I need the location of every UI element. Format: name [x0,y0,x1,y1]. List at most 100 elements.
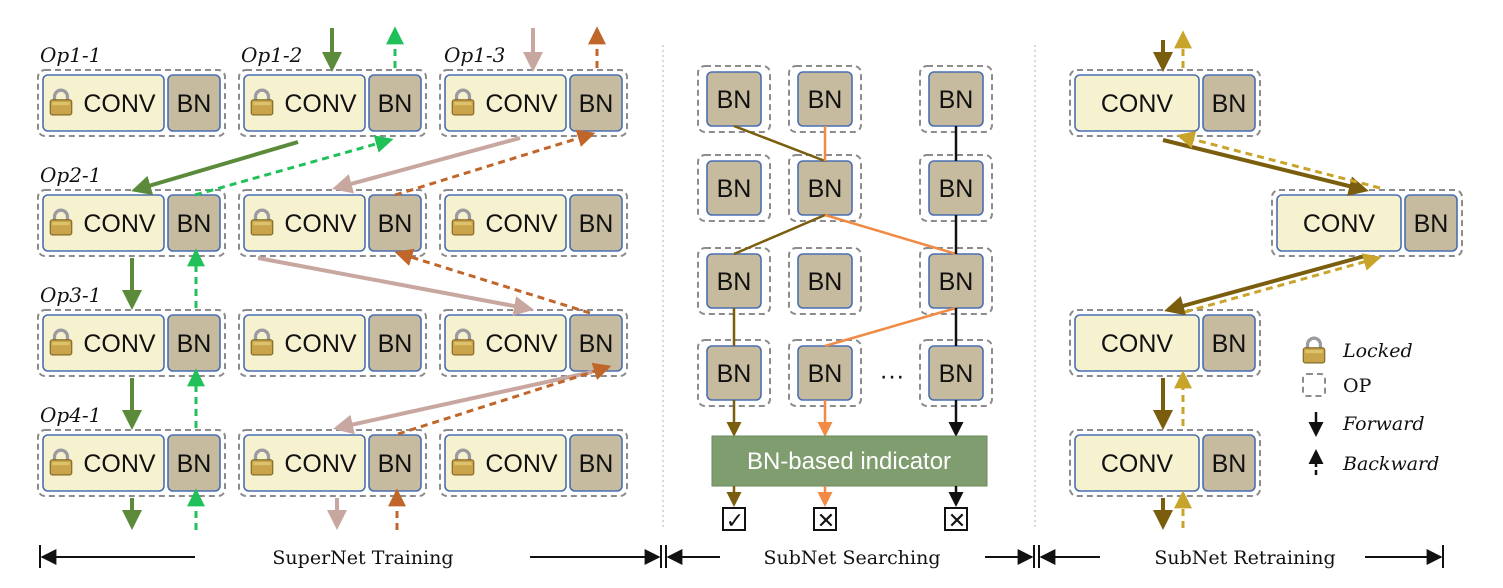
bn-op-block: BN [697,65,771,133]
bn-layer [1202,314,1256,372]
backward-arrow [397,362,612,436]
conv-label: CONV [485,210,558,238]
cross-icon-mark: ✕ [948,509,966,534]
forward-arrow [1164,254,1366,316]
bn-label: BN [717,268,752,296]
bn-label: BN [717,86,752,114]
bn-op-block: BN [697,339,771,407]
bn-op-block: BN [919,339,993,407]
checkmark-icon [722,507,746,531]
op-box-icon [1302,373,1326,397]
conv-layer [42,434,165,492]
forward-arrow [332,136,521,194]
bn-layer [1202,434,1256,492]
op-box [1069,429,1261,497]
conv-layer [42,74,165,132]
op-label-op1-2: Op1-2 [241,43,302,67]
conv-layer [243,314,366,372]
conv-label: CONV [284,330,357,358]
bn-layer [368,314,422,372]
section-label-training: SuperNet Training [272,547,453,569]
bn-label: BN [717,360,752,388]
path-segment [824,306,957,348]
legend-locked: Locked [1342,340,1413,362]
op-box [439,309,628,377]
bn-layer [1202,74,1256,132]
supernet-training-panel: Op1-1 Op1-2 Op1-3 Op2-1 Op3-1 Op4-1 CONV… [37,26,628,530]
conv-layer [444,434,567,492]
ellipsis: ··· [880,362,905,390]
op-label-op1-1: Op1-1 [40,43,101,67]
backward-arrow [194,135,394,197]
bn-op-block: BN [697,247,771,315]
op-box [788,247,862,315]
bn-op-block: BN [919,65,993,133]
op-label-op1-3: Op1-3 [444,43,505,67]
forward-arrow [1162,138,1369,196]
conv-label: CONV [83,450,156,478]
op-box [238,429,427,497]
bn-label: BN [939,86,974,114]
legend-op: OP [1343,375,1372,397]
bn-op-block: BN [788,65,862,133]
op-box [238,189,427,257]
bn-op-block: BN [788,339,862,407]
op-label-op2-1: Op2-1 [40,163,101,187]
bn-label: BN [939,268,974,296]
bn-label: BN [1212,90,1247,118]
bn-label: BN [177,90,212,118]
op-box [37,309,226,377]
conv-layer [1074,74,1200,132]
backward-arrow [1184,253,1382,314]
lock-icon [1302,336,1326,364]
conv-layer [42,194,165,252]
path-segment [824,213,957,256]
forward-arrow [333,370,593,435]
bn-label: BN [177,210,212,238]
bn-op-block: BN [788,247,862,315]
conv-label: CONV [83,330,156,358]
op-box [238,69,427,137]
bn-label: BN [717,175,752,203]
bn-label: BN [1212,450,1247,478]
checkmark-icon-mark: ✓ [726,509,744,534]
legend-backward: Backward [1342,453,1439,475]
retrain-op-block-4: CONV BN [1069,429,1261,497]
op-label-op4-1: Op4-1 [40,403,101,427]
bn-layer [797,253,853,309]
bn-label: BN [579,90,614,118]
conv-label: CONV [485,450,558,478]
bn-label: BN [808,86,843,114]
conv-layer [243,434,366,492]
section-label-searching: SubNet Searching [764,547,941,569]
cross-icon [944,507,968,531]
conv-layer [243,194,366,252]
backward-arrow [394,129,596,197]
backward-arrow [394,248,591,315]
bn-label: BN [1414,210,1449,238]
op-box [37,429,226,497]
bn-layer [368,74,422,132]
bn-layer [569,74,623,132]
conv-layer [42,314,165,372]
bn-layer [569,434,623,492]
conv-label: CONV [83,210,156,238]
bn-layer [706,160,762,216]
bn-layer [167,74,221,132]
bn-label: BN [939,360,974,388]
conv-label: CONV [1101,450,1174,478]
op-label-op3-1: Op3-1 [40,283,101,307]
bn-op-block: BN [697,154,771,222]
legend-forward: Forward [1342,413,1425,435]
backward-arrow [1176,130,1381,190]
path-segment [733,124,826,163]
conv-layer [1276,194,1402,252]
